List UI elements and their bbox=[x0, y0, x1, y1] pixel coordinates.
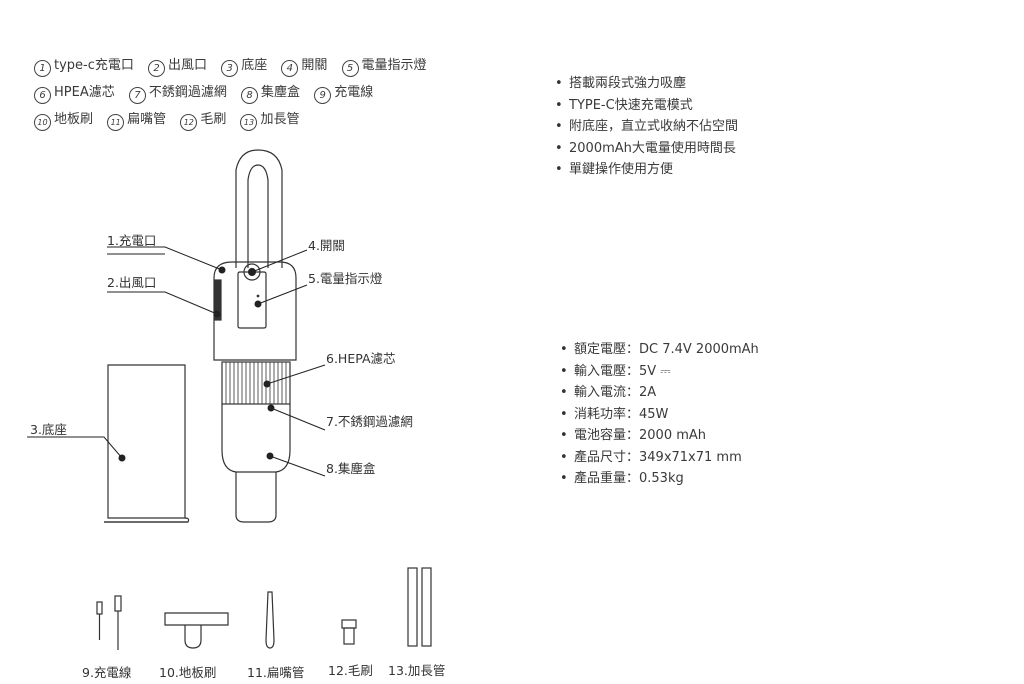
feature-item: 搭載兩段式強力吸塵 bbox=[555, 73, 738, 95]
spec-list: 額定電壓：DC 7.4V 2000mAh 輸入電壓：5V ⎓ 輸入電流：2A 消… bbox=[560, 339, 759, 490]
hepa-filter bbox=[221, 361, 291, 405]
spec-item: 輸入電流：2A bbox=[560, 382, 759, 404]
feature-item: 單鍵操作使用方便 bbox=[555, 159, 738, 181]
air-outlet-vent bbox=[214, 279, 222, 321]
caption-extension-tube: 13.加長管 bbox=[388, 663, 446, 678]
label-charge-port: 1.充電口 bbox=[107, 233, 157, 248]
spec-item: 電池容量：2000 mAh bbox=[560, 425, 759, 447]
head-face bbox=[237, 271, 267, 329]
charging-cable-icon bbox=[96, 595, 122, 650]
spec-item: 額定電壓：DC 7.4V 2000mAh bbox=[560, 339, 759, 361]
base-stand bbox=[107, 364, 186, 519]
feature-item: 2000mAh大電量使用時間長 bbox=[555, 138, 738, 160]
label-steel-filter: 7.不銹鋼過濾網 bbox=[326, 414, 413, 429]
label-base: 3.底座 bbox=[30, 422, 67, 437]
caption-flat-nozzle: 11.扁嘴管 bbox=[247, 665, 305, 680]
vacuum-head bbox=[213, 261, 297, 361]
feature-list: 搭載兩段式強力吸塵 TYPE-C快速充電模式 附底座，直立式收納不佔空間 200… bbox=[555, 73, 738, 181]
switch-icon bbox=[243, 263, 261, 281]
feature-item: TYPE-C快速充電模式 bbox=[555, 95, 738, 117]
handle-inner bbox=[247, 164, 269, 268]
label-dust-box: 8.集塵盒 bbox=[326, 461, 376, 476]
feature-item: 附底座，直立式收納不佔空間 bbox=[555, 116, 738, 138]
caption-cable: 9.充電線 bbox=[82, 665, 132, 680]
extension-tube-icon bbox=[407, 567, 432, 647]
dust-box bbox=[221, 404, 291, 473]
spec-item: 消耗功率：45W bbox=[560, 404, 759, 426]
spec-item: 產品尺寸：349x71x71 mm bbox=[560, 447, 759, 469]
label-switch: 4.開關 bbox=[308, 238, 345, 253]
nozzle bbox=[235, 472, 277, 523]
floor-brush-icon bbox=[164, 612, 229, 649]
label-hepa: 6.HEPA濾芯 bbox=[326, 351, 396, 366]
label-battery-indicator: 5.電量指示燈 bbox=[308, 271, 383, 286]
brush-icon bbox=[341, 619, 357, 645]
flat-nozzle-icon bbox=[265, 591, 275, 649]
vacuum-handle bbox=[235, 149, 283, 268]
spec-item: 產品重量：0.53kg bbox=[560, 468, 759, 490]
caption-brush: 12.毛刷 bbox=[328, 663, 373, 678]
caption-floor-brush: 10.地板刷 bbox=[159, 665, 217, 680]
spec-item: 輸入電壓：5V ⎓ bbox=[560, 361, 759, 383]
label-air-outlet: 2.出風口 bbox=[107, 275, 157, 290]
